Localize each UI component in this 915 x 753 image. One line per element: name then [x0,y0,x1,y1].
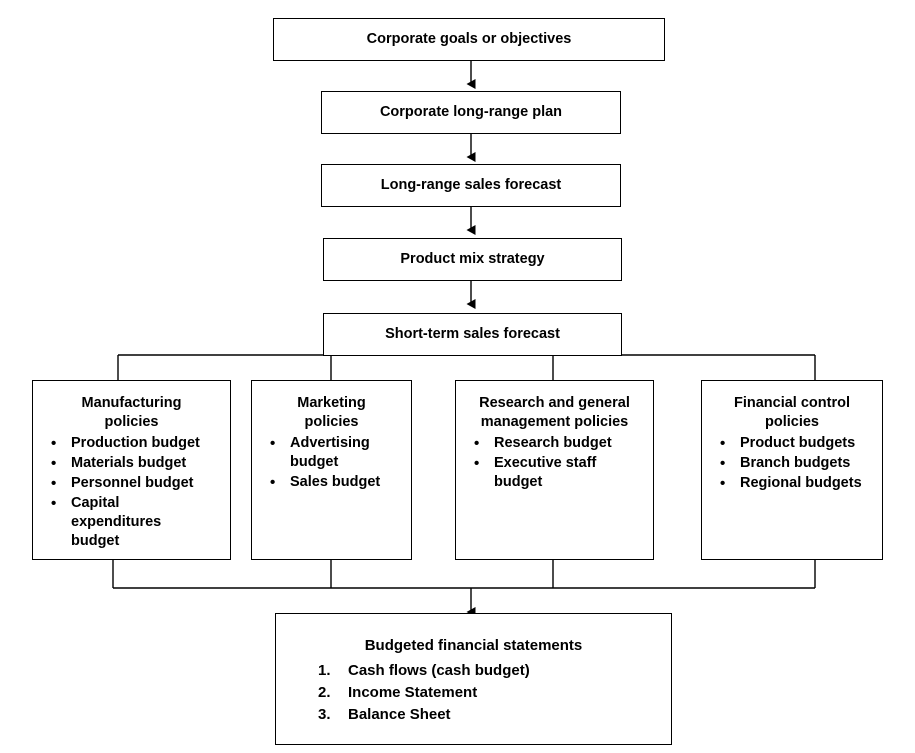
list-item: • Materials budget [41,454,222,473]
bullet-icon: • [51,434,57,452]
marketing-item-0: Advertising budget [290,434,370,470]
manufacturing-title-line2: policies [104,413,159,430]
manufacturing-title-line1: Manufacturing [81,395,182,411]
manufacturing-item-1: Materials budget [71,454,187,471]
financial-title-line1: Financial control [733,395,850,411]
manufacturing-item-0: Production budget [71,434,200,451]
node-corporate-long-range-plan[interactable]: Corporate long-range plan [321,91,621,134]
marketing-policies-list: • Advertising budget • Sales budget [260,434,403,492]
list-number: 1. [318,661,331,679]
manufacturing-policies-list: • Production budget • Materials budget • Pe… [41,434,222,552]
node-corporate-goals-label: Corporate goals or objectives [366,30,572,47]
research-policies-title: Research and general management policies [464,394,645,432]
list-item: • Sales budget [260,473,403,492]
bullet-icon: • [720,474,726,492]
node-corporate-goals[interactable]: Corporate goals or objectives [273,18,665,61]
list-item: • Product budgets [710,434,874,453]
list-item: • Personnel budget [41,474,222,493]
node-short-term-sales-forecast[interactable]: Short-term sales forecast [323,313,622,356]
manufacturing-item-2: Personnel budget [71,474,194,491]
bullet-icon: • [720,454,726,472]
manufacturing-item-3: Capital expenditures budget [71,495,162,550]
bullet-icon: • [270,473,276,491]
list-item: 1. Cash flows (cash budget) [276,660,671,681]
list-number: 2. [318,683,331,701]
node-marketing-policies[interactable]: Marketing policies • Advertising budget •… [251,380,412,560]
marketing-policies-title: Marketing policies [260,394,403,432]
budgeted-statements-list: 1. Cash flows (cash budget) 2. Income Stat… [276,660,671,726]
marketing-title-line1: Marketing [297,395,366,411]
financial-item-2: Regional budgets [740,474,862,491]
marketing-item-1: Sales budget [290,473,381,490]
node-manufacturing-policies[interactable]: Manufacturing policies • Production budge… [32,380,231,560]
list-item: • Executive staff budget [464,454,645,492]
list-item: 2. Income Statement [276,682,671,703]
list-item: • Research budget [464,434,645,453]
list-item: • Regional budgets [710,474,874,493]
research-item-1: Executive staff budget [494,454,597,490]
financial-policies-list: • Product budgets • Branch budgets • Region… [710,434,874,493]
node-product-mix-strategy-label: Product mix strategy [400,250,545,267]
financial-item-0: Product budgets [740,434,856,451]
manufacturing-policies-title: Manufacturing policies [41,394,222,432]
budgeted-item-2: Balance Sheet [348,706,451,724]
budgeted-statements-title: Budgeted financial statements [364,637,583,654]
research-title-line2: management policies [480,413,629,430]
node-financial-control-policies[interactable]: Financial control policies • Product budg… [701,380,883,560]
bullet-icon: • [474,454,480,472]
node-budgeted-financial-statements[interactable]: Budgeted financial statements 1. Cash flo… [275,613,672,745]
list-item: • Capital expenditures budget [41,494,222,551]
node-corporate-long-range-plan-label: Corporate long-range plan [379,103,563,120]
bullet-icon: • [474,434,480,452]
list-item: • Production budget [41,434,222,453]
bullet-icon: • [51,495,57,513]
node-long-range-sales-forecast[interactable]: Long-range sales forecast [321,164,621,207]
budgeted-item-0: Cash flows (cash budget) [348,661,530,679]
list-item: 3. Balance Sheet [276,704,671,725]
financial-policies-title: Financial control policies [710,394,874,432]
bullet-icon: • [270,434,276,452]
research-policies-list: • Research budget • Executive staff budget [464,434,645,492]
node-product-mix-strategy[interactable]: Product mix strategy [323,238,622,281]
research-title-line1: Research and general [479,395,630,411]
list-item: • Branch budgets [710,454,874,473]
list-item: • Advertising budget [260,434,403,472]
budgeted-item-1: Income Statement [348,683,478,701]
node-research-management-policies[interactable]: Research and general management policies… [455,380,654,560]
financial-item-1: Branch budgets [740,454,851,471]
bullet-icon: • [51,474,57,492]
research-item-0: Research budget [494,434,612,451]
bullet-icon: • [51,454,57,472]
financial-title-line2: policies [765,413,819,430]
list-number: 3. [318,706,331,724]
marketing-title-line2: policies [304,413,359,430]
bullet-icon: • [720,434,726,452]
node-long-range-sales-forecast-label: Long-range sales forecast [380,176,562,193]
node-short-term-sales-forecast-label: Short-term sales forecast [385,325,560,342]
